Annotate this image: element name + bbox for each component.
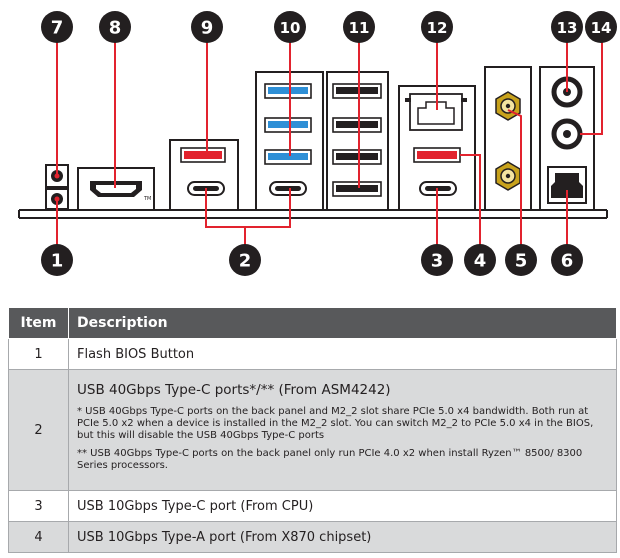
- svg-text:5: 5: [515, 251, 528, 272]
- usb-block-11: [326, 71, 389, 211]
- svg-text:8: 8: [109, 18, 122, 39]
- callout-12: 12: [421, 11, 453, 43]
- callout-6: 6: [551, 244, 583, 276]
- callout-14: 14: [585, 11, 617, 43]
- svg-text:6: 6: [561, 251, 574, 272]
- table-row: 3 USB 10Gbps Type-C port (From CPU): [8, 490, 617, 522]
- wifi-antenna-connectors: [484, 66, 532, 211]
- svg-text:9: 9: [201, 18, 214, 39]
- callout-8: 8: [99, 11, 131, 43]
- callout-9: 9: [191, 11, 223, 43]
- item-description: Flash BIOS Button: [68, 338, 617, 370]
- usb-block-9: [169, 139, 239, 211]
- callout-13: 13: [551, 11, 583, 43]
- lan-port: [405, 93, 467, 131]
- svg-text:7: 7: [51, 18, 64, 39]
- callout-2: 2: [229, 244, 261, 276]
- callout-1: 1: [41, 244, 73, 276]
- leader-lines: [56, 40, 603, 250]
- svg-text:13: 13: [557, 19, 578, 37]
- hdmi-port: TM: [77, 167, 155, 211]
- item-description: USB 10Gbps Type-A port (From X870 chipse…: [68, 521, 617, 553]
- item-description-cell: USB 40Gbps Type-C ports*/** (From ASM424…: [68, 369, 617, 491]
- callout-5: 5: [505, 244, 537, 276]
- description-column-header: Description: [68, 307, 617, 339]
- table-row: 2 USB 40Gbps Type-C ports*/** (From ASM4…: [8, 369, 617, 491]
- item-column-header: Item: [8, 307, 69, 339]
- callout-7: 7: [41, 11, 73, 43]
- table-row: 1 Flash BIOS Button: [8, 338, 617, 370]
- svg-text:2: 2: [239, 251, 252, 272]
- callout-10: 10: [274, 11, 306, 43]
- rear-io-panel-diagram: TM: [18, 11, 617, 276]
- item-description: USB 40Gbps Type-C ports*/** (From ASM424…: [77, 382, 391, 398]
- svg-text:10: 10: [280, 19, 301, 37]
- hdmi-trademark: TM: [143, 196, 151, 202]
- item-description: USB 10Gbps Type-C port (From CPU): [68, 490, 617, 522]
- svg-text:11: 11: [349, 19, 370, 37]
- callout-3: 3: [421, 244, 453, 276]
- table-header-row: Item Description: [8, 307, 617, 339]
- svg-text:1: 1: [51, 251, 64, 272]
- svg-text:14: 14: [591, 19, 612, 37]
- table-row: 4 USB 10Gbps Type-A port (From X870 chip…: [8, 521, 617, 553]
- svg-text:4: 4: [474, 251, 487, 272]
- callout-4: 4: [464, 244, 496, 276]
- callout-11: 11: [343, 11, 375, 43]
- item-number: 3: [8, 490, 69, 522]
- item-number: 2: [8, 369, 69, 491]
- port-description-table: Item Description 1 Flash BIOS Button 2 U…: [8, 307, 617, 553]
- footnote-1: * USB 40Gbps Type-C ports on the back pa…: [77, 406, 594, 441]
- item-number: 4: [8, 521, 69, 553]
- svg-text:12: 12: [427, 19, 448, 37]
- footnote-2: ** USB 40Gbps Type-C ports on the back p…: [77, 448, 583, 471]
- svg-text:3: 3: [431, 251, 444, 272]
- item-number: 1: [8, 338, 69, 370]
